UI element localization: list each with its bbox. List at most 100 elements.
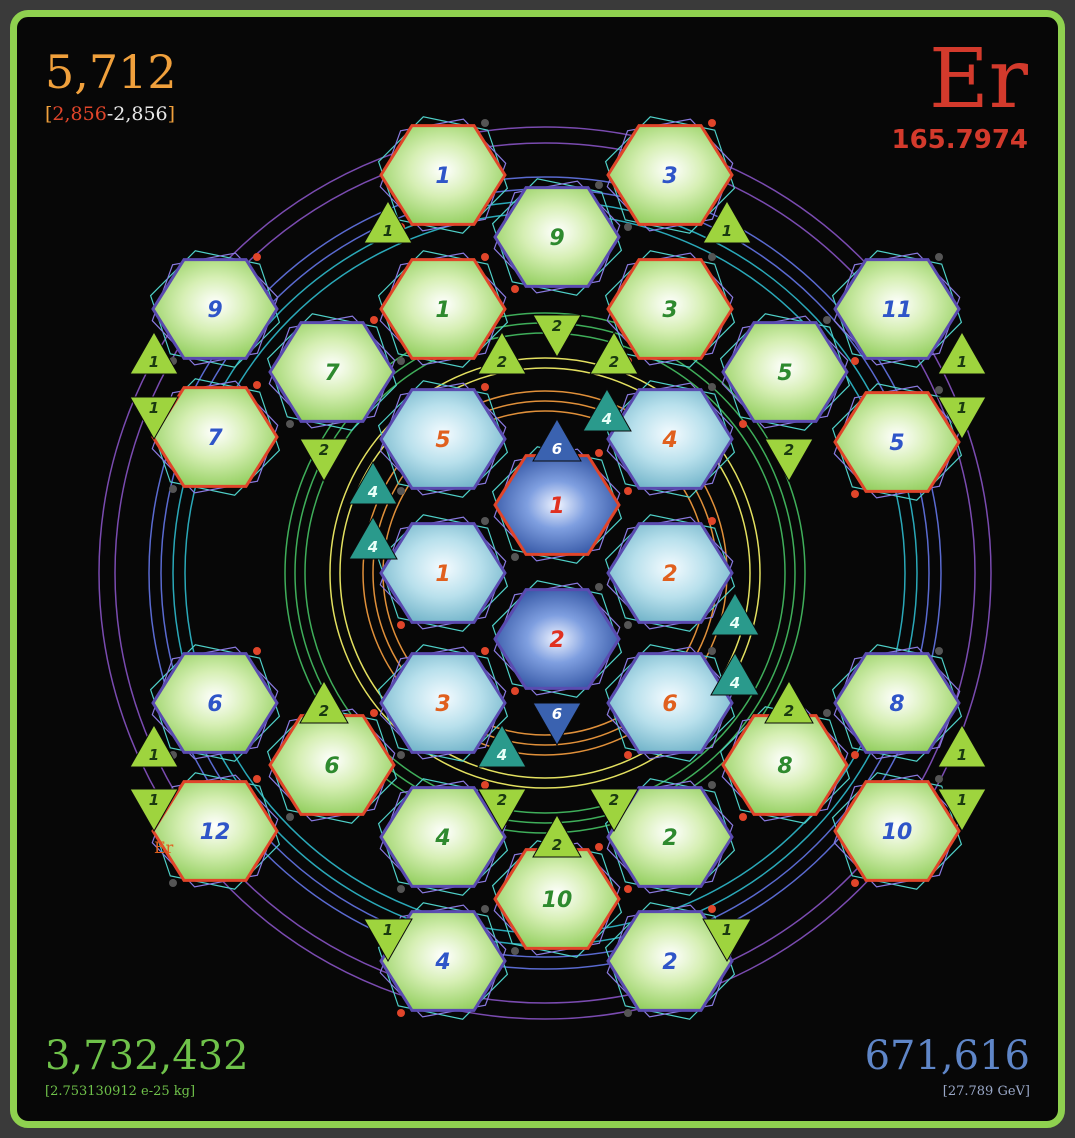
triangle-label: 6 <box>552 440 562 458</box>
orbit-ring <box>148 176 942 970</box>
triangle-marker: 4 <box>710 591 760 636</box>
hexagon-label: 6 <box>324 754 339 779</box>
triangle-label: 2 <box>497 791 507 809</box>
triangle-marker: 1 <box>363 918 413 963</box>
triangle-marker: 4 <box>582 387 632 432</box>
triangle-marker: 1 <box>363 199 413 244</box>
triangle-shape <box>477 788 527 833</box>
hexagon-outline <box>606 516 734 630</box>
triangle-shape <box>532 314 582 359</box>
corner-dot <box>511 285 519 293</box>
hexagon-outline <box>379 516 507 630</box>
hexagon-node: 1 <box>377 116 509 234</box>
triangle-shape <box>477 723 527 768</box>
hexagon-label: 8 <box>889 692 904 717</box>
triangle-label: 1 <box>149 746 159 764</box>
triangle-marker: 2 <box>589 330 639 375</box>
triangle-shape <box>299 438 349 483</box>
corner-dot <box>851 490 859 498</box>
hexagon-outline <box>377 902 509 1020</box>
bottom-right-count: 671,616 [27.789 GeV] <box>865 1036 1030 1099</box>
hexagon-body <box>833 258 961 360</box>
corner-dot <box>370 709 378 717</box>
hexagon-outline <box>833 646 961 760</box>
hexagon-node: 5 <box>377 380 509 498</box>
triangle-label: 1 <box>722 921 732 939</box>
hexagon-body <box>606 258 734 360</box>
hexagon-outline <box>151 774 279 888</box>
hexagon-label: 11 <box>882 298 913 323</box>
hexagon-node: 1 <box>377 514 509 632</box>
corner-dot <box>397 357 405 365</box>
top-left-range: [2,856-2,856] <box>45 103 177 125</box>
hexagon-outline <box>719 706 851 824</box>
hexagon-label: 5 <box>889 431 904 456</box>
hexagon-node: 9 <box>149 250 281 368</box>
hexagon-body <box>493 848 621 950</box>
hexagon-outline <box>604 116 736 234</box>
hexagon-node: 2 <box>604 902 736 1020</box>
corner-dot <box>851 879 859 887</box>
hexagon-node: 2 <box>604 514 736 632</box>
bottom-left-value: 3,732,432 <box>45 1033 249 1079</box>
triangle-shape <box>363 199 413 244</box>
corner-dot <box>851 357 859 365</box>
corner-dot <box>708 119 716 127</box>
corner-dot <box>481 517 489 525</box>
hexagon-label: 2 <box>662 826 677 851</box>
triangle-marker: 4 <box>348 515 398 560</box>
triangle-marker: 2 <box>532 314 582 359</box>
corner-dot <box>595 843 603 851</box>
triangle-marker: 1 <box>129 396 179 441</box>
triangle-marker: 2 <box>477 330 527 375</box>
triangle-label: 1 <box>149 791 159 809</box>
hexagon-body <box>606 652 734 754</box>
hexagon-label: 10 <box>882 820 913 845</box>
hexagon-node: 11 <box>831 250 963 368</box>
hexagon-node: 4 <box>377 902 509 1020</box>
triangle-shape <box>532 702 582 747</box>
corner-dot <box>708 781 716 789</box>
atomic-mass: 165.7974 <box>891 125 1028 155</box>
corner-dot <box>397 885 405 893</box>
triangle-marker: 1 <box>702 918 752 963</box>
hexagon-label: 4 <box>661 428 677 453</box>
hexagon-outline <box>268 708 396 822</box>
triangle-marker: 2 <box>477 788 527 833</box>
triangle-shape <box>589 330 639 375</box>
corner-dot <box>169 485 177 493</box>
hexagon-outline <box>151 252 279 366</box>
triangle-shape <box>710 651 760 696</box>
top-left-value: 5,712 <box>45 45 177 99</box>
element-header: Er 165.7974 <box>891 39 1028 156</box>
hexagon-node: 6 <box>604 644 736 762</box>
triangle-label: 1 <box>957 399 967 417</box>
hexagon-outline <box>491 840 623 958</box>
hexagon-outline <box>491 446 623 564</box>
hexagon-outline <box>379 382 507 496</box>
hexagon-node: 1 <box>377 250 509 368</box>
range-low: 2,856 <box>52 103 107 125</box>
hexagon-node: 2 <box>604 778 736 896</box>
range-sep: - <box>106 103 114 125</box>
triangle-shape <box>937 330 987 375</box>
hexagon-label: 6 <box>662 692 677 717</box>
hexagon-outline <box>266 313 398 431</box>
triangle-label: 4 <box>729 674 740 692</box>
hexagon-node: 12 <box>149 772 281 890</box>
hexagon-outline <box>379 780 507 894</box>
triangle-marker: 1 <box>702 199 752 244</box>
triangle-label: 1 <box>722 222 732 240</box>
triangle-marker: 1 <box>129 723 179 768</box>
orbit-ring <box>329 357 761 789</box>
hexagon-body <box>379 258 507 360</box>
hexagon-outline <box>377 514 509 632</box>
inner-element-tag: Er <box>154 838 174 857</box>
triangle-marker: 2 <box>299 679 349 724</box>
corner-dot <box>624 223 632 231</box>
hexagon-outline <box>268 315 396 429</box>
corner-dot <box>595 181 603 189</box>
triangle-shape <box>348 460 398 505</box>
triangle-marker: 1 <box>937 330 987 375</box>
